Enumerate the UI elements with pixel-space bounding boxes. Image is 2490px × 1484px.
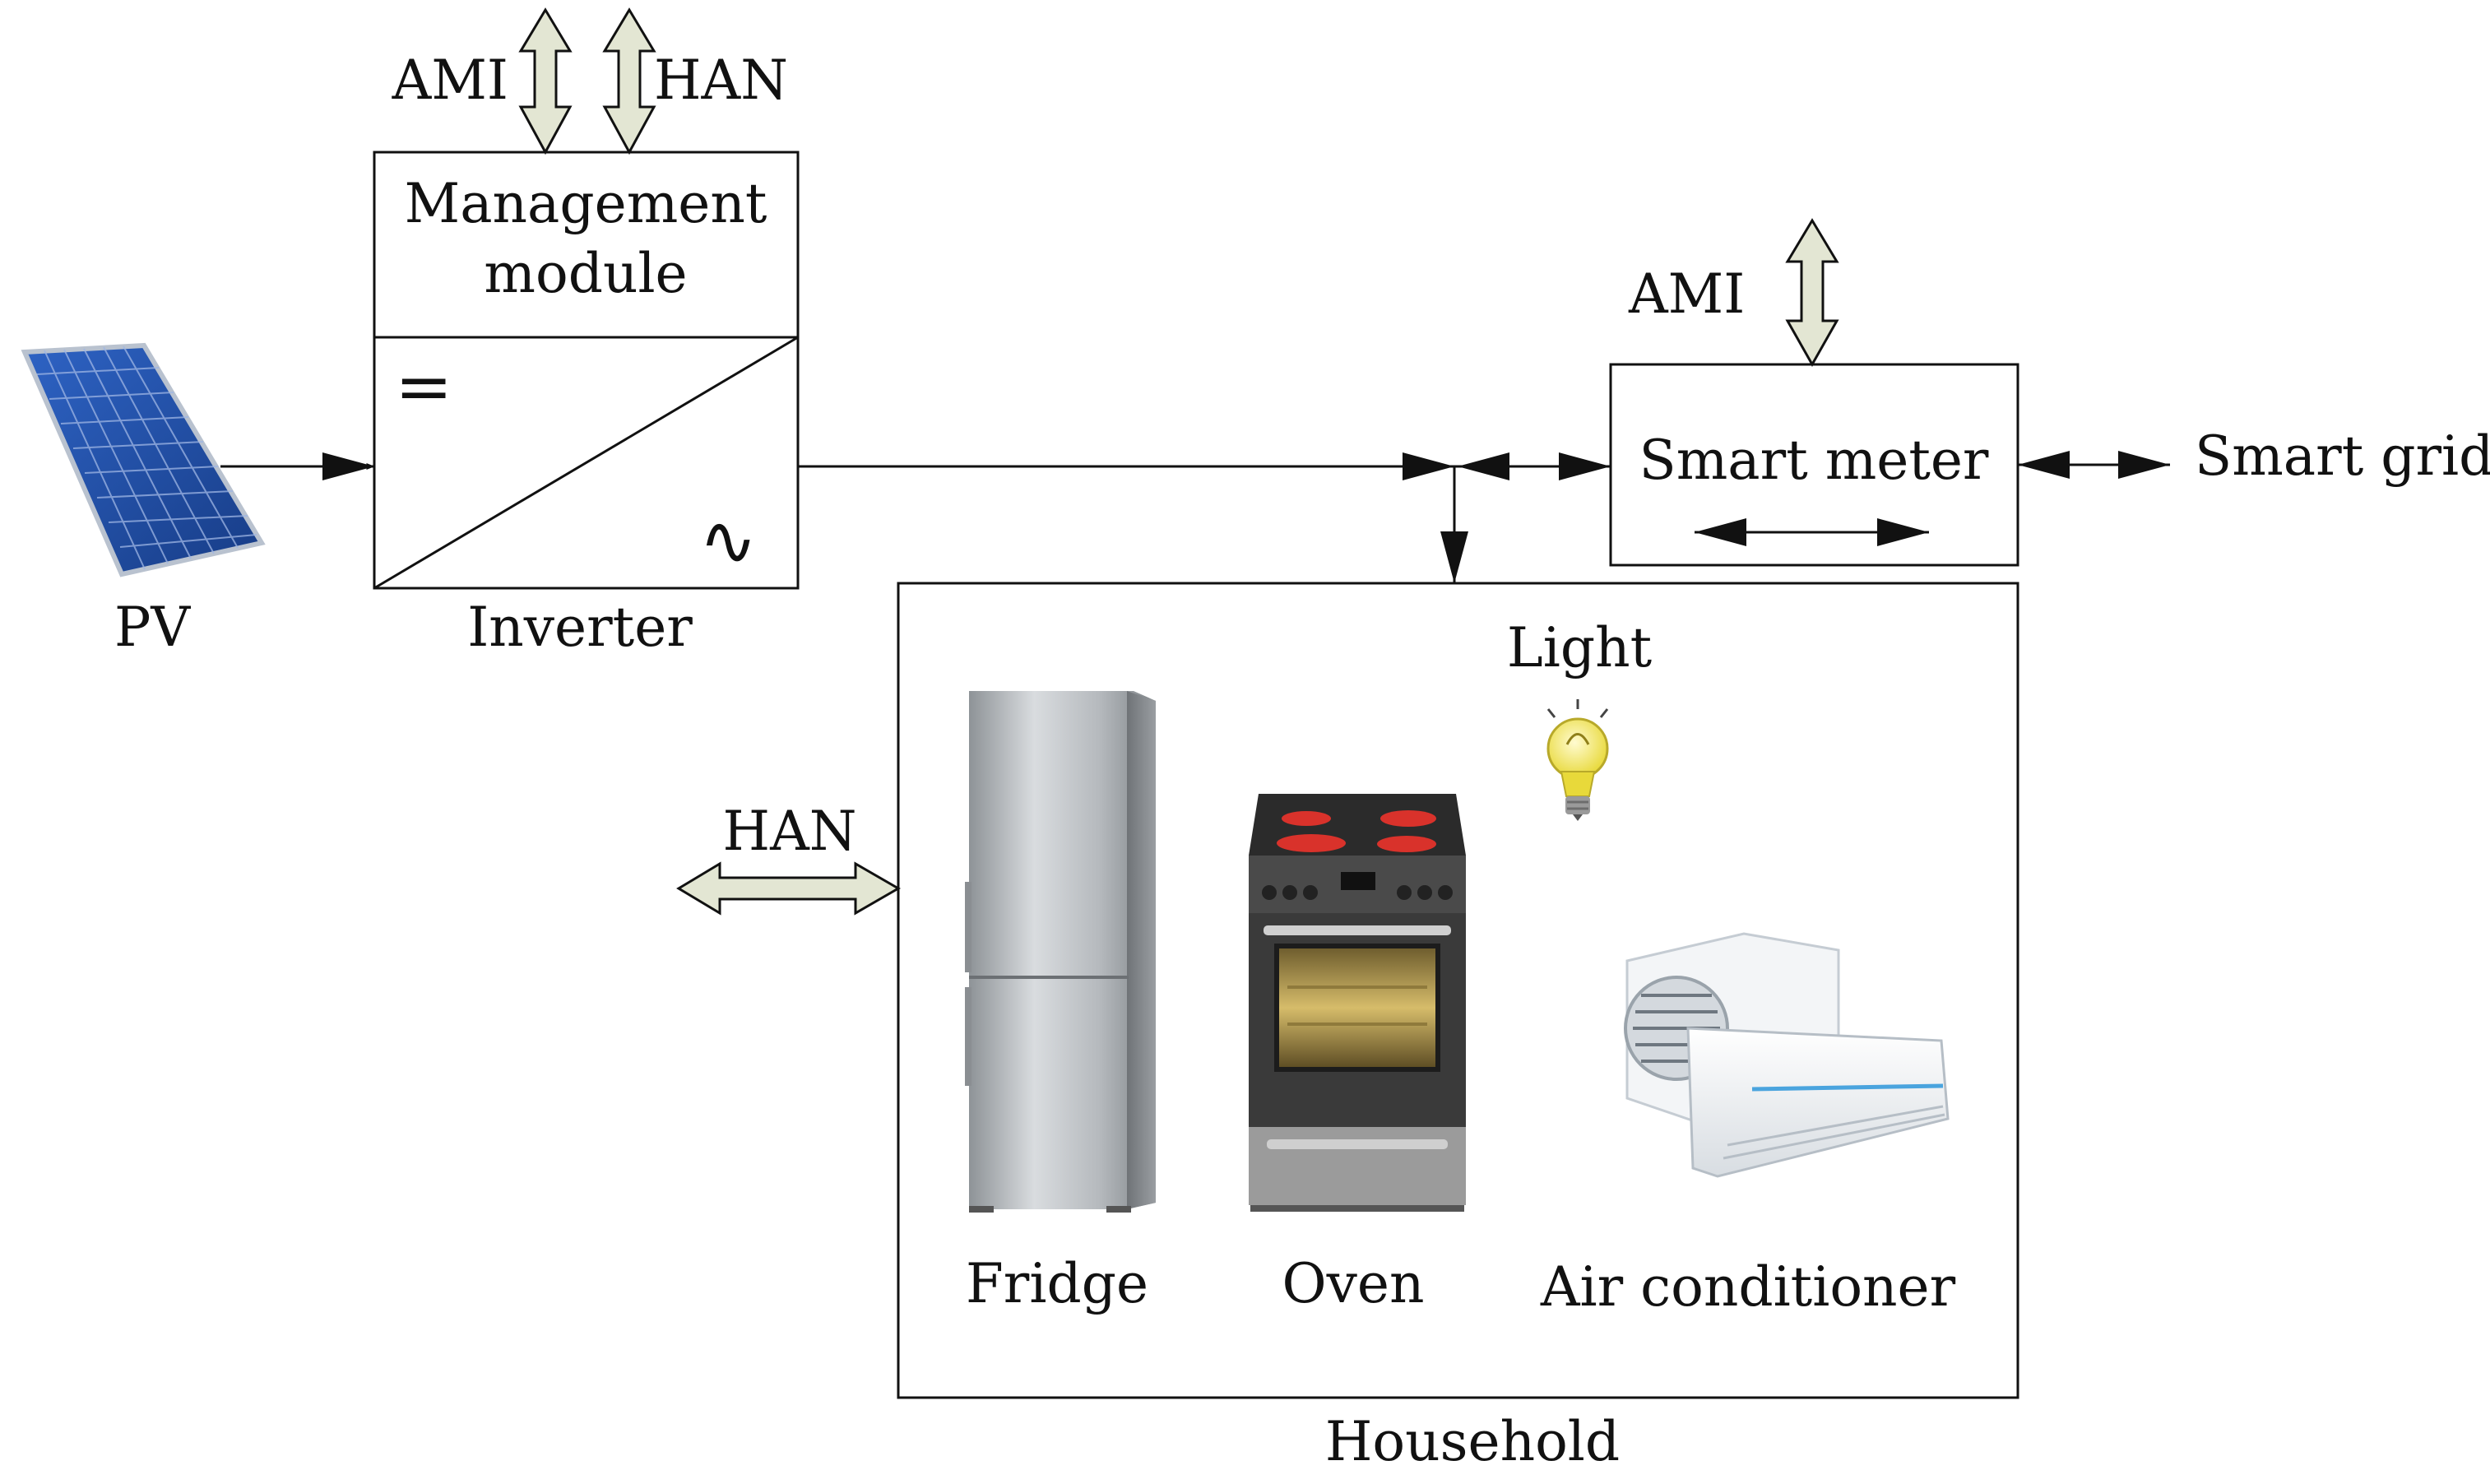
pv-label: PV [114,596,191,659]
inverter-box [373,336,800,590]
air-conditioner-label: Air conditioner [1540,1255,1956,1319]
meter-right-arrowhead [2018,451,2070,479]
smart-grid-label: Smart grid [2195,424,2490,488]
meter-left-arrowhead [1559,452,1611,480]
han-household-comm-arrow [676,861,902,916]
fridge-label: Fridge [965,1252,1149,1315]
oven-label: Oven [1282,1252,1425,1315]
junction-left-arrowhead [1458,452,1509,480]
management-module-label-line2: module [484,242,688,305]
ami-top-comm-arrow [518,7,573,155]
inverter-diagonal [373,336,799,590]
ac-symbol: ∿ [699,500,758,581]
management-module-label-line1: Management [404,172,767,235]
han-top-comm-arrow [602,7,656,155]
junction-down-arrowhead [1440,531,1468,583]
fridge-icon [965,691,1156,1213]
ami-top-label: AMI [392,49,508,112]
han-top-label: HAN [654,49,788,112]
smart-meter-inner-left-head [1695,518,1746,546]
han-household-label: HAN [722,800,857,863]
ami-meter-label: AMI [1629,262,1746,326]
light-label: Light [1506,616,1653,679]
inverter-junction-arrowhead [1403,452,1454,480]
solar-panel-icon [21,342,266,577]
household-box [897,582,2019,1399]
smart-meter-label: Smart meter [1639,429,1989,492]
pv-arrowhead [322,452,374,480]
dc-symbol: = [395,346,453,427]
ami-meter-comm-arrow [1785,218,1839,368]
air-conditioner-icon [1624,932,1950,1178]
household-label: Household [1324,1410,1621,1473]
grid-arrowhead [2118,451,2170,479]
inverter-label: Inverter [467,596,693,659]
light-bulb-icon [1546,699,1609,821]
smart-meter-inner-right-head [1877,518,1929,546]
oven-icon [1249,794,1466,1212]
